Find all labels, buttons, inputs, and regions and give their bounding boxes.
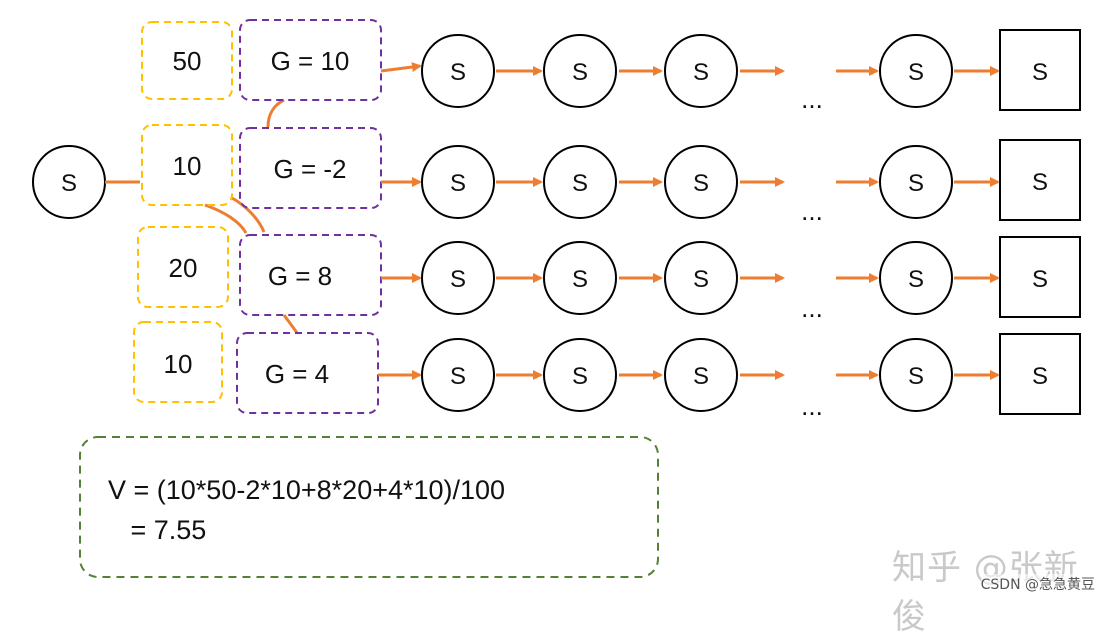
trajectory-diagram: S 50 G = 10 S S S ... S S 10 G = -2 bbox=[32, 19, 1081, 578]
trajectory-row: 10 G = 4 S S S ... S S bbox=[133, 321, 1081, 421]
state-node: S bbox=[879, 241, 953, 315]
terminal-state-node: S bbox=[999, 333, 1081, 415]
state-node: S bbox=[879, 338, 953, 412]
start-state-node: S bbox=[32, 145, 106, 219]
state-label: S bbox=[450, 59, 466, 86]
state-node: S bbox=[421, 34, 495, 108]
branch-connector-4 bbox=[282, 314, 299, 334]
probability-box bbox=[141, 21, 233, 100]
trajectory-row: 10 G = -2 S S S ... S S bbox=[141, 124, 1081, 226]
terminal-state-label: S bbox=[1032, 266, 1048, 293]
state-label: S bbox=[572, 59, 588, 86]
probability-label: 20 bbox=[169, 253, 198, 283]
state-node: S bbox=[664, 34, 738, 108]
branch-connector-3b bbox=[231, 196, 266, 233]
probability-box bbox=[133, 321, 223, 403]
state-label: S bbox=[693, 363, 709, 390]
start-state-label: S bbox=[61, 170, 77, 197]
probability-label: 10 bbox=[173, 151, 202, 181]
state-node: S bbox=[421, 145, 495, 219]
ellipsis: ... bbox=[801, 293, 823, 323]
terminal-state-node: S bbox=[999, 236, 1081, 318]
value-formula: V = (10*50-2*10+8*20+4*10)/100 = 7.55 bbox=[108, 470, 505, 550]
state-node: S bbox=[543, 338, 617, 412]
branch-connector-3a bbox=[204, 203, 248, 234]
state-label: S bbox=[572, 170, 588, 197]
branch-connector-1 bbox=[266, 98, 285, 128]
return-box bbox=[236, 332, 379, 414]
trajectory-row: 20 G = 8 S S S ... S S bbox=[137, 226, 1081, 323]
state-node: S bbox=[664, 338, 738, 412]
state-label: S bbox=[572, 363, 588, 390]
state-node: S bbox=[543, 241, 617, 315]
state-label: S bbox=[693, 170, 709, 197]
return-box bbox=[239, 127, 382, 209]
terminal-state-node: S bbox=[999, 139, 1081, 221]
return-label: G = 4 bbox=[265, 359, 329, 389]
state-label: S bbox=[693, 59, 709, 86]
probability-label: 10 bbox=[164, 349, 193, 379]
state-node: S bbox=[879, 145, 953, 219]
branch-connectors bbox=[105, 98, 299, 334]
state-node: S bbox=[879, 34, 953, 108]
state-label: S bbox=[572, 266, 588, 293]
terminal-state-label: S bbox=[1032, 363, 1048, 390]
return-label: G = -2 bbox=[274, 154, 347, 184]
state-node: S bbox=[543, 34, 617, 108]
probability-label: 50 bbox=[173, 46, 202, 76]
state-label: S bbox=[450, 266, 466, 293]
return-label: G = 8 bbox=[268, 261, 332, 291]
ellipsis: ... bbox=[801, 196, 823, 226]
terminal-state-label: S bbox=[1032, 59, 1048, 86]
state-node: S bbox=[421, 241, 495, 315]
ellipsis: ... bbox=[801, 391, 823, 421]
ellipsis: ... bbox=[801, 84, 823, 114]
probability-box bbox=[137, 226, 229, 308]
state-label: S bbox=[693, 266, 709, 293]
state-node: S bbox=[664, 241, 738, 315]
terminal-state-label: S bbox=[1032, 169, 1048, 196]
return-box bbox=[239, 234, 382, 316]
state-label: S bbox=[908, 363, 924, 390]
terminal-state-node: S bbox=[999, 29, 1081, 111]
probability-box bbox=[141, 124, 233, 206]
state-label: S bbox=[908, 59, 924, 86]
trajectory-row: 50 G = 10 S S S ... S S bbox=[141, 19, 1081, 114]
source-credit: CSDN @急急黄豆 bbox=[980, 574, 1095, 594]
state-node: S bbox=[543, 145, 617, 219]
formula-line-2: = 7.55 bbox=[108, 515, 207, 545]
state-label: S bbox=[908, 170, 924, 197]
state-node: S bbox=[421, 338, 495, 412]
state-label: S bbox=[450, 363, 466, 390]
return-label: G = 10 bbox=[271, 46, 350, 76]
transition-arrows bbox=[380, 62, 1000, 76]
formula-line-1: V = (10*50-2*10+8*20+4*10)/100 bbox=[108, 475, 506, 505]
state-label: S bbox=[908, 266, 924, 293]
return-box bbox=[239, 19, 382, 101]
state-label: S bbox=[450, 170, 466, 197]
state-node: S bbox=[664, 145, 738, 219]
formula-box bbox=[79, 436, 659, 578]
